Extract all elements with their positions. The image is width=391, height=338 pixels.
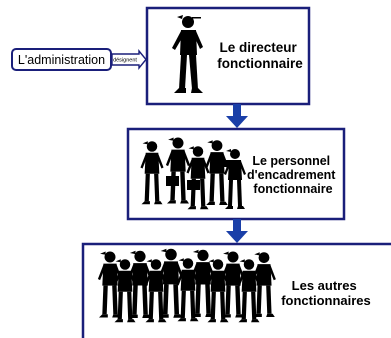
supervisory-label: Le personnel d'encadrement fonctionnaire [247, 154, 339, 196]
supervisory-group-icon [140, 137, 246, 210]
administration-label: L'administration [18, 53, 105, 67]
down-arrow-1 [226, 104, 248, 128]
other-staff-label-line-1: Les autres [292, 278, 357, 293]
supervisory-label-line-2: d'encadrement [247, 168, 336, 182]
designate-arrow: désignent [111, 49, 147, 70]
down-arrow-2 [226, 219, 248, 243]
level-other-staff: Les autres fonctionnaires [81, 242, 391, 338]
other-staff-box [81, 242, 391, 338]
other-staff-label-line-2: fonctionnaires [281, 293, 371, 308]
level-director: Le directeur fonctionnaire [145, 6, 311, 106]
director-label-line-1: Le directeur [219, 40, 297, 55]
director-label: Le directeur fonctionnaire [217, 40, 303, 71]
administration-box [11, 48, 112, 71]
supervisory-label-line-3: fonctionnaire [253, 182, 332, 196]
supervisory-label-line-1: Le personnel [252, 154, 330, 168]
other-staff-label: Les autres fonctionnaires [281, 278, 371, 308]
level-supervisory-staff: Le personnel d'encadrement fonctionnaire [126, 127, 346, 221]
director-figure-icon [172, 15, 203, 93]
director-label-line-2: fonctionnaire [217, 56, 303, 71]
director-box [145, 6, 311, 106]
workers-group-icon [97, 248, 276, 323]
designate-label: désignent [113, 58, 137, 64]
